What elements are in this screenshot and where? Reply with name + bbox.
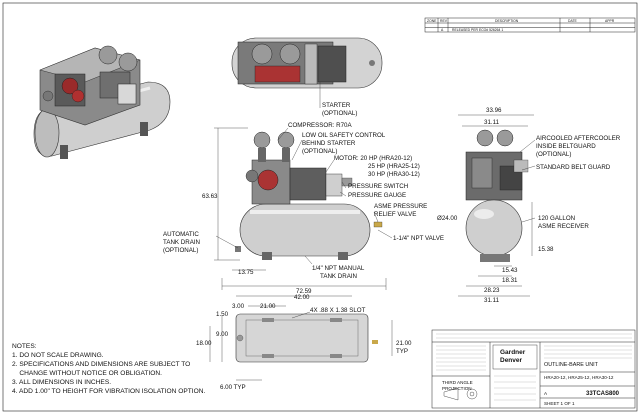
- dim-base-d: 1.50: [216, 311, 229, 318]
- rev-row-rev: A: [441, 28, 444, 32]
- callout-auto-drain-2: TANK DRAIN: [163, 239, 200, 246]
- dim-drain-offset: 13.75: [238, 269, 254, 276]
- notes-block: NOTES: 1. DO NOT SCALE DRAWING. 2. SPECI…: [12, 343, 206, 395]
- callout-npt-valve: 1-1/4" NPT VALVE: [393, 235, 444, 242]
- dim-base-g: 21.00: [396, 340, 412, 347]
- rev-header-description: DESCRIPTION: [495, 19, 519, 23]
- note-item: 3. ALL DIMENSIONS IN INCHES.: [12, 379, 111, 386]
- callout-compressor: COMPRESSOR: R70A: [288, 122, 352, 129]
- callout-asme-relief-1: ASME PRESSURE: [374, 203, 427, 210]
- dim-tank-height: 15.38: [538, 246, 554, 253]
- callout-manual-drain-2: TANK DRAIN: [320, 273, 357, 280]
- top-view: [231, 37, 383, 100]
- callout-receiver-1: 120 GALLON: [538, 215, 575, 222]
- notes-heading: NOTES:: [12, 343, 37, 350]
- callout-pressure-switch: PRESSURE SWITCH: [348, 183, 408, 190]
- drawing-size: A: [544, 391, 548, 396]
- callout-starter: STARTER: [322, 102, 351, 109]
- dim-base-h: 6.00 TYP: [220, 384, 246, 391]
- dim-foot-a: 15.43: [502, 267, 518, 274]
- callout-receiver-2: ASME RECEIVER: [538, 223, 589, 230]
- note-item: 2. SPECIFICATIONS AND DIMENSIONS ARE SUB…: [12, 361, 190, 368]
- front-view: [214, 100, 393, 290]
- dim-base-e: 9.00: [216, 331, 229, 338]
- brand-name-1: Gardner: [500, 349, 526, 356]
- callout-low-oil-1: LOW OIL SAFETY CONTROL: [302, 132, 386, 139]
- rev-header-rev: REV: [440, 19, 448, 23]
- dim-base-b: 21.00: [260, 303, 276, 310]
- side-view: [458, 114, 536, 297]
- dim-base-c: 42.00: [294, 294, 310, 301]
- dim-base-g-sub: TYP: [396, 348, 408, 355]
- note-item: 4. ADD 1.00" TO HEIGHT FOR VIBRATION ISO…: [12, 388, 206, 395]
- dim-tank-diameter: Ø24.00: [437, 215, 458, 222]
- dim-width-belt: 31.11: [484, 119, 500, 126]
- projection-label-1: THIRD ANGLE: [442, 380, 473, 385]
- callout-low-oil-3: (OPTIONAL): [302, 148, 337, 155]
- callout-manual-drain-1: 1/4" NPT MANUAL: [312, 265, 365, 272]
- dim-foot-c: 28.23: [484, 287, 500, 294]
- callout-low-oil-2: BEHIND STARTER: [302, 140, 356, 147]
- drawing-number: 33TCAS800: [586, 391, 620, 397]
- callout-aftercooler-3: (OPTIONAL): [536, 151, 571, 158]
- callout-auto-drain-1: AUTOMATIC: [163, 231, 199, 238]
- callout-motor-1: MOTOR: 20 HP (HRA20-12): [334, 155, 412, 162]
- revision-block: ZONE REV DESCRIPTION DATE APPR A RELEASE…: [424, 17, 636, 33]
- brand-name-2: Denver: [500, 357, 523, 364]
- title-block: [431, 329, 636, 409]
- rev-header-date: DATE: [568, 19, 578, 23]
- base-view: [209, 295, 393, 381]
- drawing-subtitle: HRA20-12, HRA25-12, HRA30-12: [544, 375, 614, 380]
- rev-row-description: RELEASED PER ECO# 526264 1: [452, 28, 503, 32]
- callout-asme-relief-2: RELIEF VALVE: [374, 211, 416, 218]
- callout-slot: 4X .88 X 1.38 SLOT: [310, 307, 366, 314]
- dim-foot-b: 18.31: [502, 277, 518, 284]
- callout-aftercooler-1: AIRCOOLED AFTERCOOLER: [536, 135, 621, 142]
- callout-motor-2: 25 HP (HRA25-12): [368, 163, 420, 170]
- dim-base-f: 18.00: [196, 340, 212, 347]
- note-item: CHANGE WITHOUT NOTICE OR OBLIGATION.: [12, 370, 162, 377]
- dim-height-total: 63.63: [202, 193, 218, 200]
- projection-label-2: PROJECTION: [442, 386, 472, 391]
- callout-aftercooler-2: INSIDE BELTGUARD: [536, 143, 596, 150]
- callout-belt-guard: STANDARD BELT GUARD: [536, 164, 611, 171]
- callout-pressure-gauge: PRESSURE GAUGE: [348, 192, 406, 199]
- dim-width-top: 33.96: [486, 107, 502, 114]
- drawing-sheet-number: SHEET 1 OF 1: [544, 401, 575, 406]
- dim-base-a: 3.00: [232, 303, 245, 310]
- rev-header-appr: APPR: [605, 19, 615, 23]
- note-item: 1. DO NOT SCALE DRAWING.: [12, 352, 104, 359]
- callout-motor-3: 30 HP (HRA30-12): [368, 171, 420, 178]
- drawing-title: OUTLINE-BARE UNIT: [544, 362, 599, 368]
- callout-auto-drain-3: (OPTIONAL): [163, 247, 198, 254]
- rev-header-zone: ZONE: [427, 19, 437, 23]
- isometric-view: [33, 45, 171, 159]
- dim-length-total: 72.59: [296, 288, 312, 295]
- dim-foot-d: 31.11: [484, 297, 500, 304]
- callout-starter-optional: (OPTIONAL): [322, 110, 357, 117]
